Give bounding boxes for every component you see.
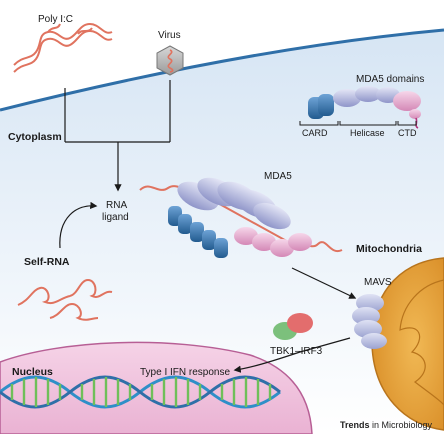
nucleus-label: Nucleus	[12, 366, 53, 378]
tbk1-irf3-label: TBK1–IRF3	[270, 346, 323, 357]
plasma-membrane	[0, 28, 444, 112]
mda5-to-mavs-arrow	[291, 267, 357, 299]
poly-ic-label: Poly I:C	[38, 14, 73, 25]
self-rna-label: Self-RNA	[24, 256, 70, 268]
mda5-bound-rna	[139, 185, 343, 253]
mda5-filament	[139, 177, 343, 258]
journal-footer-rest: in Microbiology	[369, 420, 432, 430]
tbk1-irf3-complex	[273, 313, 313, 340]
rna-ligand-label-line1: RNA	[106, 200, 127, 211]
mda5-label: MDA5	[264, 171, 292, 182]
mitochondrion	[371, 257, 444, 431]
virus-particle	[156, 45, 184, 76]
nucleus	[0, 341, 313, 434]
virus-label: Virus	[158, 30, 181, 41]
cytoplasm-label: Cytoplasm	[8, 131, 62, 143]
entry-arrows	[64, 80, 171, 192]
journal-footer: Trends in Microbiology	[340, 420, 433, 430]
mavs-label: MAVS	[364, 277, 392, 288]
self-rna-arrow	[59, 201, 98, 249]
poly-ic-rna	[13, 22, 113, 73]
mitochondria-label: Mitochondria	[356, 243, 422, 255]
self-rna-loops	[17, 278, 113, 321]
rna-ligand-label-line2: ligand	[102, 212, 129, 223]
ifn-response-label: Type I IFN response	[140, 367, 230, 378]
mda5-domain-schematic	[299, 86, 421, 129]
mavs-to-ifn-arrow	[233, 337, 351, 373]
helicase-label: Helicase	[350, 128, 385, 138]
dna-helix	[0, 375, 281, 409]
cytoplasm-region	[0, 30, 444, 434]
journal-footer-bold: Trends	[340, 420, 370, 430]
card-label: CARD	[302, 128, 328, 138]
mavs-oligomer	[352, 294, 387, 349]
mda5-domains-label: MDA5 domains	[356, 74, 424, 85]
ctd-label: CTD	[398, 128, 417, 138]
